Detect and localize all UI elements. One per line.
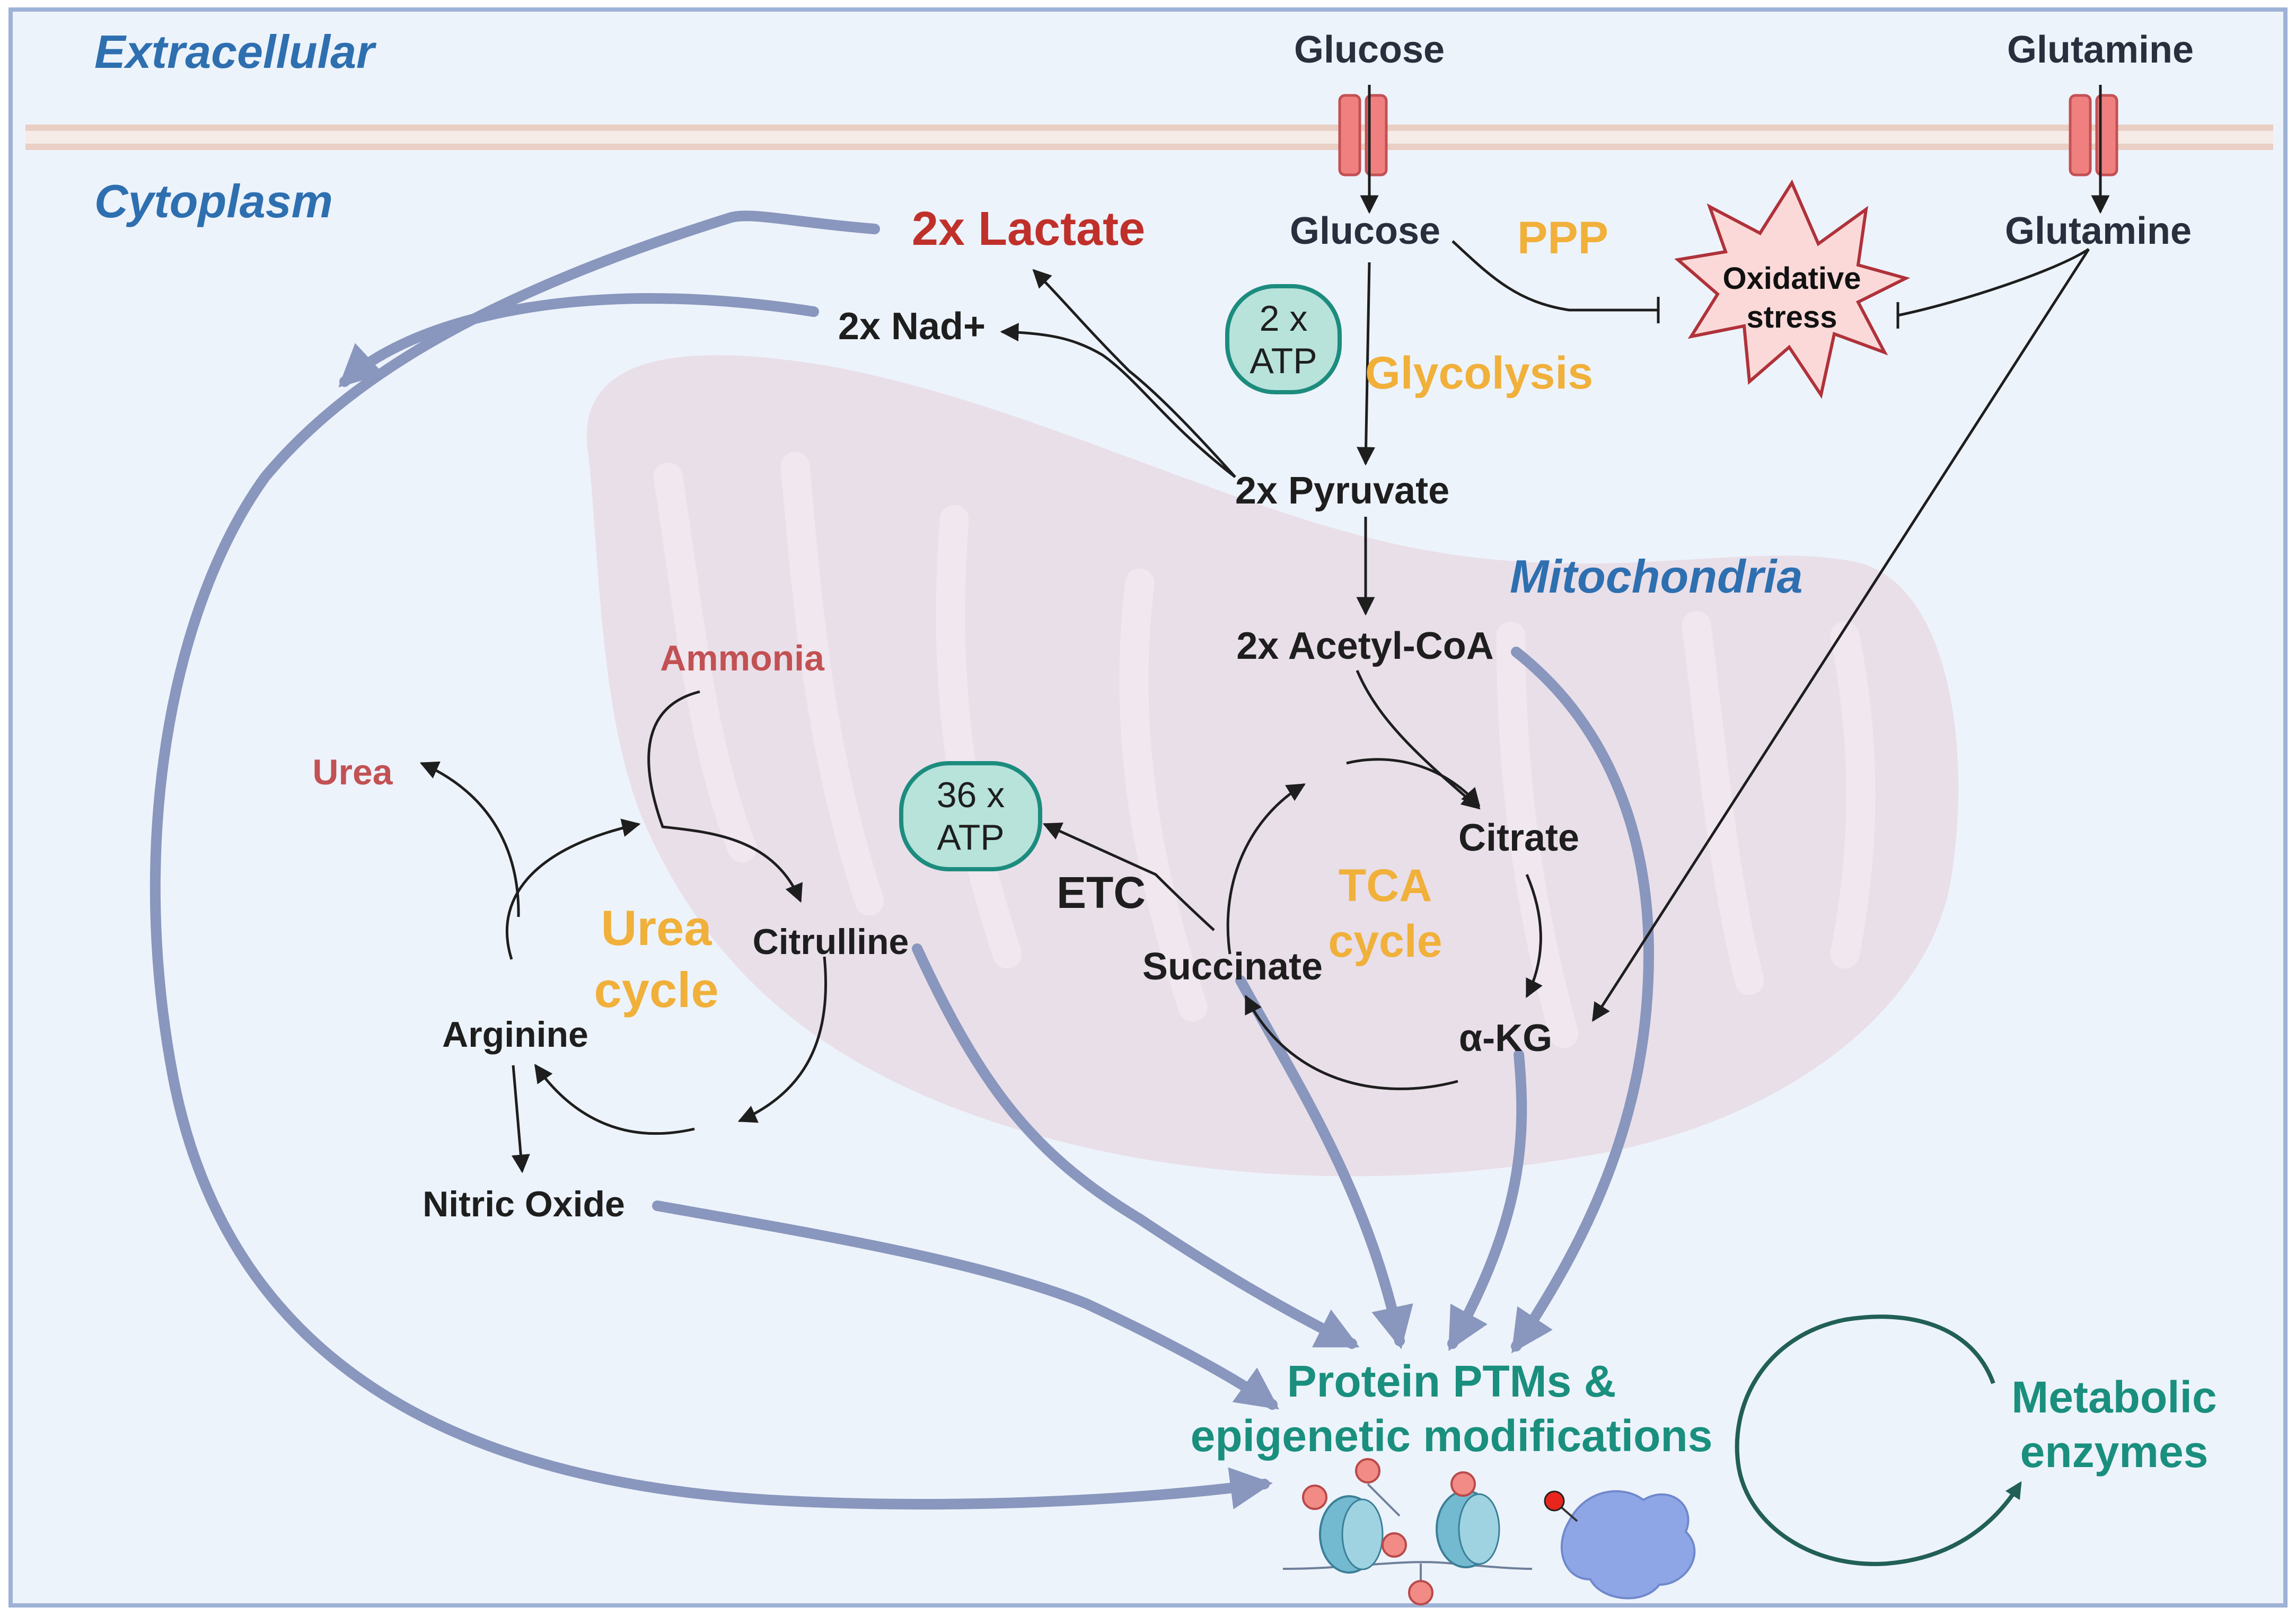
atp-glycolysis-line2: ATP	[1250, 341, 1317, 381]
label-glucose-inside: Glucose	[1290, 210, 1440, 252]
oxidative-stress-line2: stress	[1747, 300, 1837, 334]
arrow-arginine-to-top	[506, 818, 641, 960]
label-urea: Urea	[312, 752, 393, 792]
oxidative-stress-burst: Oxidative stress	[1674, 179, 1911, 399]
label-acetyl-coa: 2x Acetyl-CoA	[1236, 625, 1493, 667]
atp-etc-line1: 36 x	[937, 775, 1005, 815]
atp-etc-line2: ATP	[937, 817, 1004, 858]
arrow-tca-succinate-to-citrate	[1226, 783, 1306, 955]
oxidative-stress-line1: Oxidative	[1722, 261, 1861, 296]
arrow-arginine-to-no	[511, 1065, 530, 1173]
label-akg: α-KG	[1459, 1017, 1552, 1059]
label-enzymes-line2: enzymes	[2020, 1427, 2209, 1477]
flux-akg-to-ptm	[1447, 1049, 1527, 1352]
flux-nitric-oxide-to-ptm	[652, 1200, 1280, 1410]
inhibit-ppp-stress	[1452, 240, 1658, 312]
label-lactate: 2x Lactate	[912, 202, 1145, 255]
arrow-glycolysis	[1357, 262, 1376, 466]
flux-lactate-to-ptm	[149, 210, 1273, 1510]
label-cytoplasm: Cytoplasm	[94, 175, 333, 227]
label-glutamine-outside: Glutamine	[2007, 29, 2194, 71]
nucleosome-icon	[1282, 1458, 1533, 1605]
atp-glycolysis-line1: 2 x	[1260, 298, 1308, 339]
arrow-pyruvate-to-lactate	[1032, 269, 1236, 478]
label-glycolysis: Glycolysis	[1365, 348, 1593, 399]
label-ptm-line2: epigenetic modifications	[1191, 1411, 1713, 1461]
flux-nad-to-ptm	[338, 293, 819, 387]
label-extracellular: Extracellular	[94, 25, 377, 78]
label-ppp: PPP	[1517, 213, 1608, 263]
flux-acetyl-coa-to-ptm	[1511, 647, 1655, 1354]
arrow-tca-citrate-to-akg	[1525, 874, 1543, 999]
flux-citrulline-to-ptm	[912, 943, 1360, 1349]
reaction-arrows	[419, 85, 2110, 1173]
label-urea-line2: cycle	[594, 962, 718, 1018]
arrow-succinate-to-atp	[1042, 823, 1215, 931]
arrow-pyruvate-to-nad	[1000, 323, 1236, 478]
arrow-tca-top	[1346, 758, 1481, 807]
label-pyruvate: 2x Pyruvate	[1235, 470, 1449, 512]
cell-membrane	[25, 125, 2273, 150]
label-glutamine-inside: Glutamine	[2005, 210, 2192, 252]
arrow-citrulline-to-arginine-lower	[737, 956, 828, 1123]
enzyme-feedback-loop	[1735, 1314, 2022, 1566]
label-arginine: Arginine	[442, 1014, 588, 1055]
label-succinate: Succinate	[1142, 946, 1323, 988]
label-tca-line1: TCA	[1339, 860, 1432, 911]
label-mitochondria: Mitochondria	[1510, 550, 1802, 603]
arrow-acetyl-to-citrate	[1356, 670, 1481, 810]
label-citrate: Citrate	[1458, 817, 1579, 859]
inhibition-lines	[1452, 240, 2090, 329]
label-glucose-outside: Glucose	[1294, 29, 1445, 71]
arrow-tca-akg-to-succinate	[1244, 994, 1458, 1090]
arrow-glutamine-to-akg	[1591, 248, 2090, 1022]
label-enzymes-line1: Metabolic	[2011, 1372, 2216, 1422]
arrow-ammonia-to-citrulline	[647, 690, 803, 903]
atp-etc-badge: 36 x ATP	[899, 761, 1042, 871]
label-citrulline: Citrulline	[753, 922, 909, 962]
label-tca-line2: cycle	[1328, 916, 1442, 967]
arrow-urea-cycle-bottom	[534, 1064, 695, 1135]
label-etc: ETC	[1057, 868, 1146, 917]
atp-glycolysis-badge: 2 x ATP	[1225, 284, 1342, 394]
protein-blob-icon	[1544, 1490, 1696, 1600]
label-ammonia: Ammonia	[660, 638, 825, 678]
flux-arrows	[149, 210, 1655, 1510]
inhibit-glutamine-stress	[1897, 248, 2090, 317]
label-urea-line1: Urea	[601, 900, 712, 956]
arrow-arginine-to-urea	[419, 761, 520, 917]
transporter-glucose-icon	[1338, 94, 1388, 176]
label-nad: 2x Nad+	[838, 305, 986, 348]
label-ptm-line1: Protein PTMs &	[1287, 1356, 1616, 1406]
label-nitric-oxide: Nitric Oxide	[423, 1184, 625, 1224]
